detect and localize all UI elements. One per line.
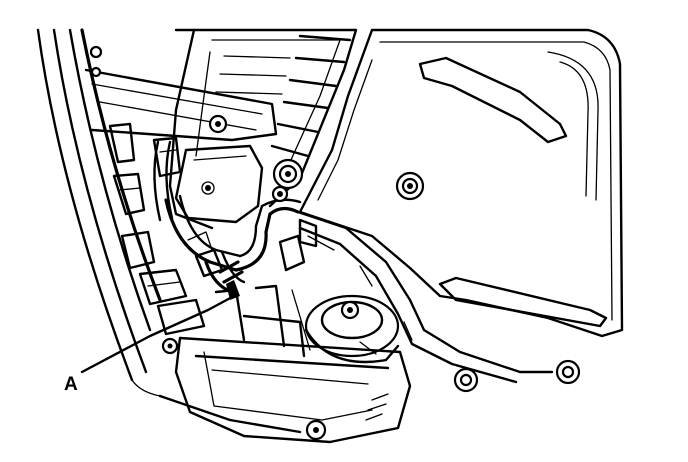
upper-bracket: [84, 45, 278, 142]
callout-label-a: A: [64, 374, 78, 395]
lower-bolt: [305, 419, 327, 441]
shield-bolt-lower: [555, 359, 581, 385]
callout-a: A: [64, 294, 236, 395]
horn: [304, 294, 400, 364]
shield-bolt-upper: [395, 171, 425, 201]
shield-bolt-mid: [453, 367, 479, 393]
upper-fitting: [271, 158, 304, 203]
left-clips: [108, 122, 206, 355]
radiator-support: [168, 28, 358, 230]
lower-bracket: [174, 284, 412, 444]
wire-harness: [278, 210, 554, 384]
bumper-fascia: [36, 28, 302, 434]
